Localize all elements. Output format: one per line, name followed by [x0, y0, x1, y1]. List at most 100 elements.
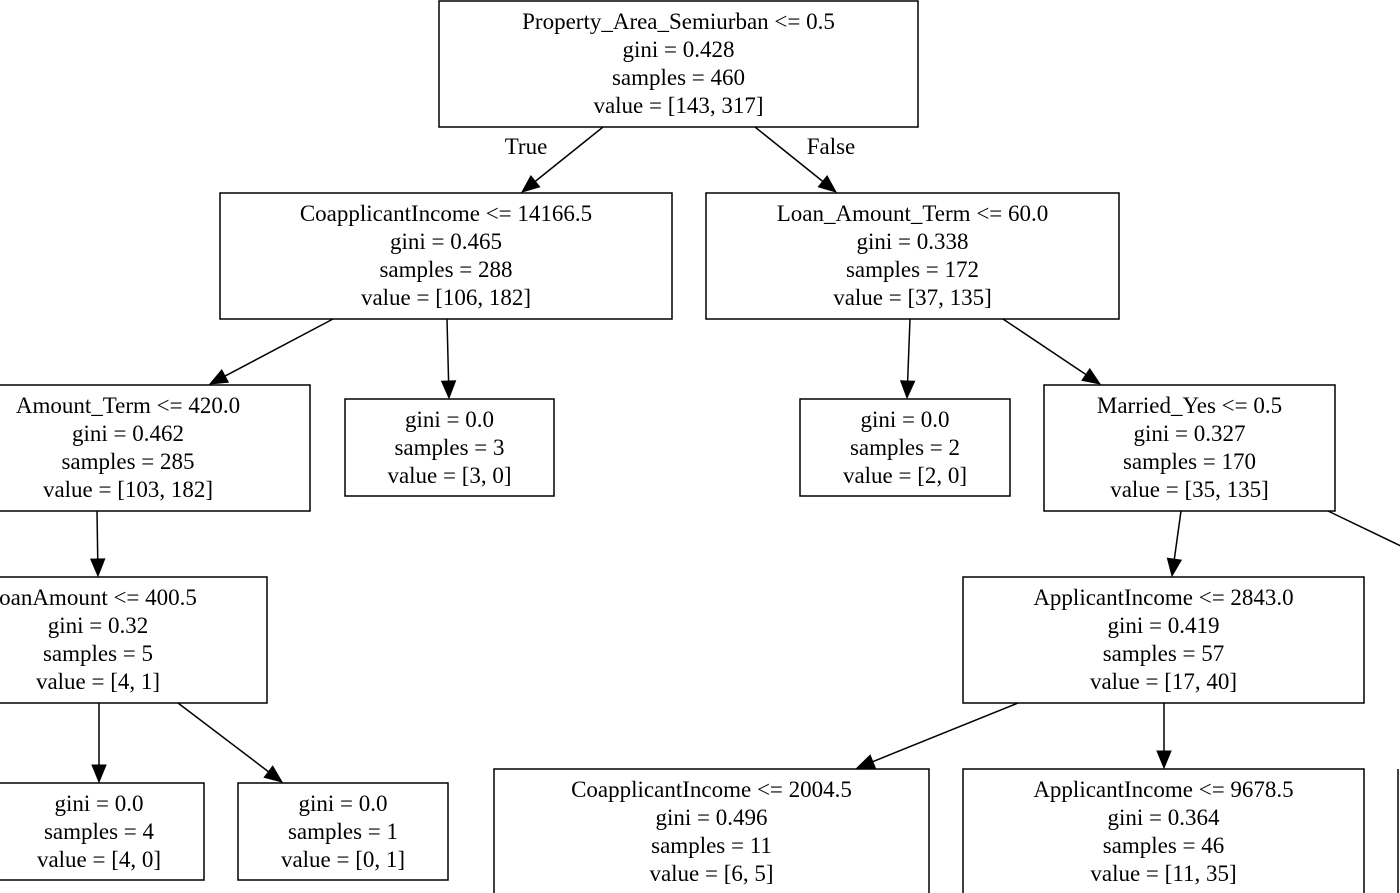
node-text-line: gini = 0.0 [298, 791, 387, 816]
edge-n2-n6 [1002, 318, 1102, 385]
node-text-line: gini = 0.364 [1107, 805, 1220, 830]
node-text-line: value = [143, 317] [593, 93, 763, 118]
edge-line [534, 126, 604, 182]
edge-n1-n4 [440, 318, 457, 400]
node-text-line: gini = 0.462 [72, 421, 184, 446]
extras-layer [1327, 510, 1400, 893]
node-text-line: Property_Area_Semiurban <= 0.5 [522, 9, 835, 34]
edge-n7-n10 [177, 702, 284, 783]
node-box [438, 0, 919, 128]
edge-line [177, 702, 269, 773]
node-text-line: samples = 285 [61, 449, 194, 474]
edge-n0-n2 [754, 126, 838, 193]
edge-line [1173, 510, 1182, 560]
node-text-line: gini = 0.327 [1133, 421, 1245, 446]
edge-line [754, 126, 824, 182]
node-box [0, 384, 311, 512]
node-box [0, 782, 205, 881]
edge-label-true: True [505, 134, 548, 159]
node-text-line: ApplicantIncome <= 2843.0 [1033, 585, 1293, 610]
tree-node: ApplicantIncome <= 2843.0 gini = 0.419 sam… [962, 576, 1365, 704]
node-text-line: value = [106, 182] [361, 285, 531, 310]
arrowhead-icon [899, 380, 916, 400]
node-text-line: samples = 170 [1123, 449, 1256, 474]
node-text-line: CoapplicantIncome <= 2004.5 [571, 777, 852, 802]
edge-n8-n12 [1156, 703, 1172, 770]
tree-node: gini = 0.0 samples = 1 value = [0, 1] [237, 782, 449, 881]
arrowhead-icon [208, 368, 230, 385]
tree-node: CoapplicantIncome <= 14166.5 gini = 0.465… [219, 192, 673, 320]
node-text-line: value = [37, 135] [833, 285, 992, 310]
node-text-line: Amount_Term <= 420.0 [16, 393, 240, 418]
node-text-line: gini = 0.428 [622, 37, 734, 62]
tree-node: Property_Area_Semiurban <= 0.5 gini = 0.4… [438, 0, 919, 128]
arrowhead-icon [263, 765, 284, 783]
tree-node: CoapplicantIncome <= 2004.5 gini = 0.496 s… [493, 768, 930, 893]
edge-n3-n7 [89, 510, 106, 578]
node-text-line: samples = 57 [1103, 641, 1225, 666]
node-box [0, 576, 268, 704]
node-text-line: samples = 172 [846, 257, 979, 282]
node-text-line: samples = 11 [651, 833, 772, 858]
arrowhead-icon [89, 558, 106, 578]
node-text-line: samples = 288 [379, 257, 512, 282]
node-box [219, 192, 673, 320]
node-text-line: value = [35, 135] [1110, 477, 1269, 502]
edge-offscreen [1327, 510, 1400, 547]
arrowhead-icon [520, 175, 541, 193]
edge-n2-n5 [899, 318, 916, 400]
arrowhead-icon [440, 380, 457, 400]
edge-n6-n8 [1166, 510, 1183, 578]
node-box [493, 768, 930, 893]
edge-line [906, 318, 911, 382]
node-box [799, 398, 1011, 497]
nodes-layer: Property_Area_Semiurban <= 0.5 gini = 0.4… [0, 0, 1365, 893]
node-text-line: value = [4, 0] [37, 847, 161, 872]
node-text-line: value = [0, 1] [281, 847, 405, 872]
node-text-line: samples = 1 [288, 819, 398, 844]
edge-n7-n9 [91, 703, 107, 784]
edge-n1-n3 [208, 318, 334, 385]
edge-label-false: False [807, 134, 856, 159]
node-text-line: samples = 3 [394, 435, 504, 460]
tree-node: Amount_Term <= 420.0 gini = 0.462 samples … [0, 384, 311, 512]
node-text-line: oanAmount <= 400.5 [0, 585, 197, 610]
arrowhead-icon [1081, 367, 1102, 385]
node-text-line: gini = 0.0 [54, 791, 143, 816]
node-text-line: gini = 0.465 [390, 229, 502, 254]
arrowhead-icon [91, 764, 107, 784]
node-text-line: value = [11, 35] [1090, 861, 1236, 886]
node-text-line: value = [3, 0] [387, 463, 511, 488]
node-text-line: samples = 2 [850, 435, 960, 460]
node-box [344, 398, 555, 497]
node-text-line: value = [4, 1] [36, 669, 160, 694]
node-text-line: gini = 0.419 [1107, 613, 1219, 638]
tree-node: Loan_Amount_Term <= 60.0 gini = 0.338 samp… [705, 192, 1120, 320]
node-text-line: gini = 0.496 [655, 805, 767, 830]
node-text-line: ApplicantIncome <= 9678.5 [1033, 777, 1293, 802]
node-text-line: value = [2, 0] [843, 463, 967, 488]
node-text-line: CoapplicantIncome <= 14166.5 [300, 201, 592, 226]
edge-n0-n1 [520, 126, 604, 193]
edges-layer: True False [89, 126, 1183, 784]
edge-line [1002, 318, 1087, 376]
edge-n8-n11 [855, 702, 1019, 769]
edge-line [446, 318, 450, 382]
arrowhead-icon [817, 175, 838, 193]
node-text-line: samples = 4 [44, 819, 155, 844]
node-text-line: value = [6, 5] [649, 861, 773, 886]
arrowhead-icon [1156, 750, 1172, 770]
tree-node: gini = 0.0 samples = 4 value = [4, 0] [0, 782, 205, 881]
node-text-line: Loan_Amount_Term <= 60.0 [777, 201, 1049, 226]
node-box [962, 576, 1365, 704]
node-text-line: gini = 0.338 [856, 229, 968, 254]
node-text-line: gini = 0.32 [48, 613, 149, 638]
node-box [962, 768, 1365, 893]
node-text-line: value = [103, 182] [43, 477, 213, 502]
